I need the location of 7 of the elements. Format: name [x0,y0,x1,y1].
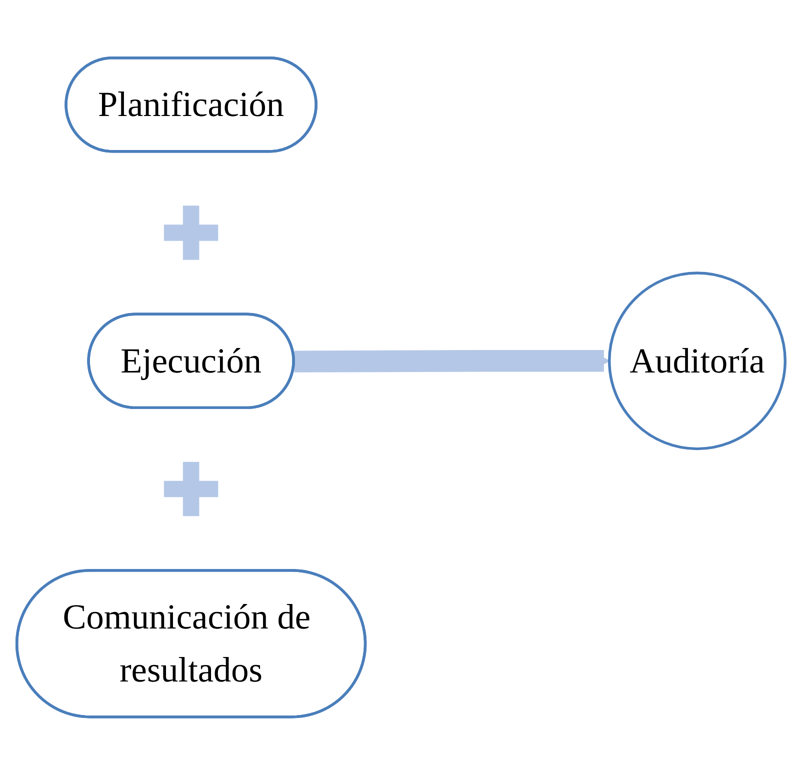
plus-icon [164,205,218,260]
ellipse-node: Ejecución [87,312,295,409]
circle-node: Auditoría [608,271,786,450]
arrow [294,350,610,372]
plus-icon [164,462,218,516]
ellipse-node: Comunicación de resultados [16,568,367,718]
ellipse-node: Planificación [64,56,318,152]
